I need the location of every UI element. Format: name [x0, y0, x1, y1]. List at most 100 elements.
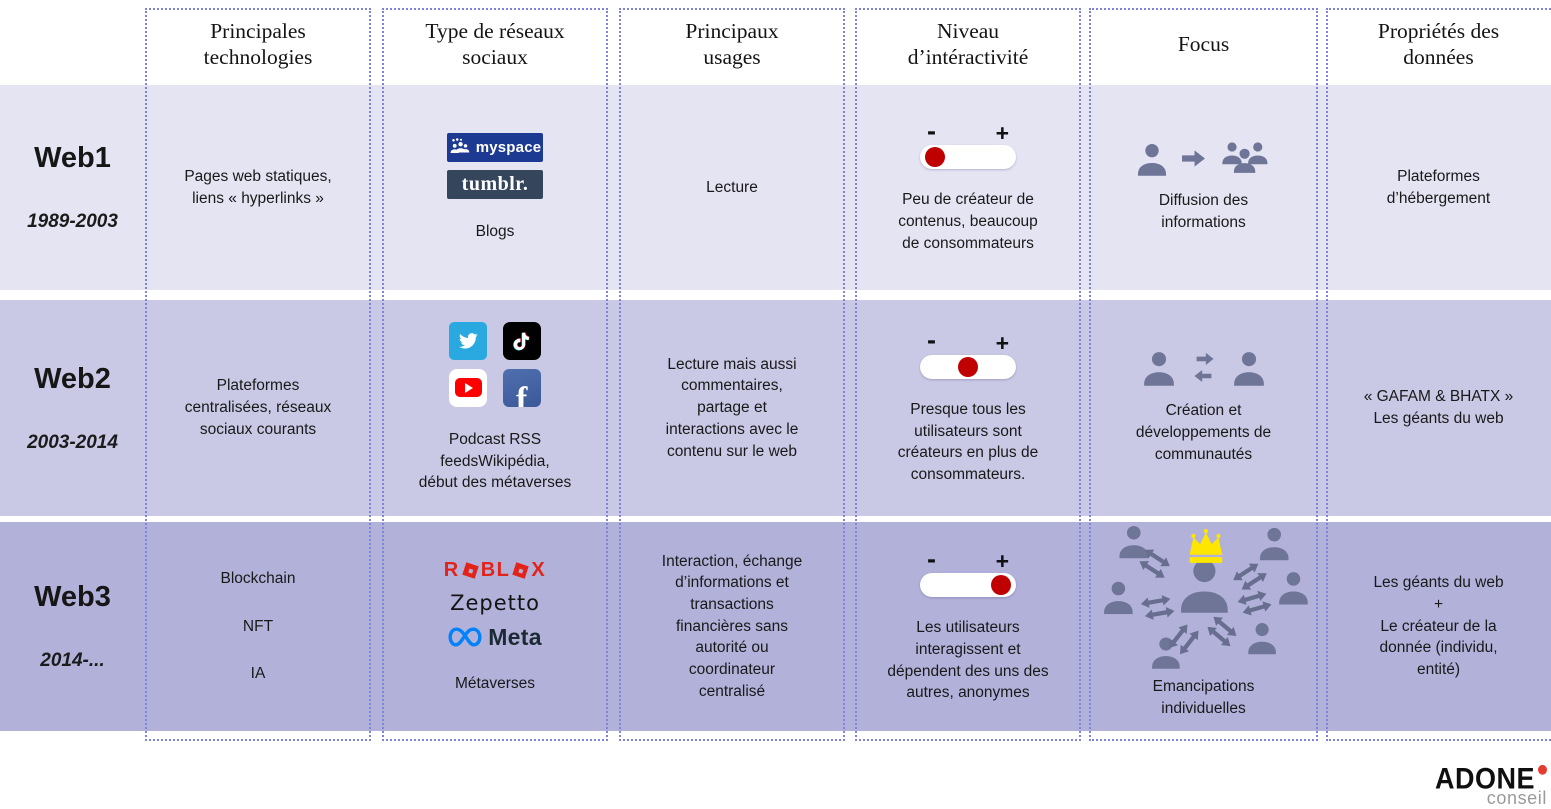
minus-sign: - — [927, 115, 936, 146]
adone-conseil-logo: ADONE conseil — [1434, 762, 1547, 808]
crown-icon — [1189, 529, 1222, 563]
web3-title: Web3 — [34, 581, 111, 613]
adone-text: ADONE — [1434, 762, 1535, 796]
web2-usages-cell: Lecture mais aussi commentaires, partage… — [619, 300, 845, 516]
person-icon — [1233, 352, 1264, 387]
web1-title: Web1 — [34, 142, 111, 174]
slider-knob — [991, 575, 1011, 596]
web2-row-label: Web2 2003-2014 — [0, 300, 145, 516]
web3-row-band — [0, 522, 1551, 731]
web3-focus-text: Emancipations individuelles — [1152, 678, 1255, 717]
twitter-icon — [449, 321, 487, 360]
minus-sign: - — [927, 543, 936, 574]
roblox-tilted-square-icon — [512, 561, 530, 579]
column-frame-focus — [1089, 8, 1318, 741]
arrow-right-icon — [1182, 150, 1205, 167]
web2-interactivity-text: Presque tous les utilisateurs sont créat… — [897, 400, 1039, 483]
web1-data-cell: Plateformes d’hébergement — [1326, 85, 1551, 290]
web3-tech-ia: IA — [250, 665, 266, 683]
web2-row-band — [0, 300, 1551, 516]
web2-focus-text: Création et développements de communauté… — [1135, 402, 1272, 463]
plus-sign: + — [995, 119, 1009, 146]
web3-focus-cell: Emancipations individuelles — [1089, 522, 1318, 731]
minus-sign: - — [927, 325, 936, 356]
web3-interactivity-cell: - + Les utilisateurs interagissent et dé… — [855, 522, 1081, 731]
web2-social-logos: f — [449, 321, 541, 407]
roblox-logo: R BL X — [444, 559, 546, 582]
web2-data-text: « GAFAM & BHATX » Les géants du web — [1363, 388, 1514, 427]
slider-track — [920, 573, 1016, 598]
web2-social-caption: Podcast RSS feedsWikipédia, début des mé… — [418, 430, 572, 492]
web3-row-label: Web3 2014-... — [0, 522, 145, 731]
column-frame-technologies — [145, 8, 371, 741]
web2-data-cell: « GAFAM & BHATX » Les géants du web — [1326, 300, 1551, 516]
tumblr-logo: tumblr. — [447, 169, 543, 199]
column-frame-social — [382, 8, 608, 741]
column-frame-interactivity — [855, 8, 1081, 741]
person-icon — [1143, 352, 1174, 387]
interactivity-slider-mid: - + — [920, 325, 1016, 379]
web3-data-text: Les géants du web + Le créateur de la do… — [1373, 574, 1504, 679]
web1-interactivity-cell: - + Peu de créateur de contenus, beaucou… — [855, 85, 1081, 290]
web1-row-band — [0, 85, 1551, 290]
web3-tech-nft: NFT — [242, 617, 274, 635]
roblox-letters: X — [531, 558, 547, 581]
web3-technologies-cell: Blockchain NFT IA — [145, 522, 371, 731]
slider-track — [920, 145, 1016, 170]
web3-interactivity-text: Les utilisateurs interagissent et dépend… — [887, 619, 1049, 702]
header-usages: Principaux usages — [685, 18, 779, 69]
web2-usages-text: Lecture mais aussi commentaires, partage… — [665, 355, 799, 460]
web1-technologies-cell: Pages web statiques, liens « hyperlinks … — [145, 85, 371, 290]
meta-infinity-icon — [448, 627, 482, 647]
header-data-properties: Propriétés des données — [1377, 18, 1500, 69]
meta-wordmark: Meta — [488, 623, 542, 650]
tumblr-wordmark: tumblr. — [461, 172, 529, 195]
crowned-leader-network-icon — [1103, 525, 1308, 669]
adone-red-dot-icon — [1538, 764, 1547, 775]
web3-period: 2014-... — [40, 650, 105, 671]
web1-interactivity-text: Peu de créateur de contenus, beaucoup de… — [898, 191, 1038, 252]
tiktok-icon — [503, 321, 541, 360]
web1-focus-text: Diffusion des informations — [1158, 192, 1249, 231]
facebook-icon: f — [503, 368, 541, 407]
web1-social-cell: myspace tumblr. Blogs — [382, 85, 608, 290]
exchange-arrows-icon — [1193, 353, 1214, 383]
roblox-letters: R — [443, 558, 460, 581]
web2-focus-cell: Création et développements de communauté… — [1089, 300, 1318, 516]
meta-logo: Meta — [448, 624, 542, 651]
conseil-text: conseil — [1486, 788, 1547, 808]
web3-tech-blockchain: Blockchain — [220, 569, 296, 587]
myspace-people-icon — [450, 138, 469, 154]
column-frame-usages — [619, 8, 845, 741]
myspace-wordmark: myspace — [475, 138, 542, 156]
web1-usages-cell: Lecture — [619, 85, 845, 290]
plus-sign: + — [995, 329, 1009, 356]
web2-title: Web2 — [34, 362, 111, 395]
zepetto-logo: Zepetto — [450, 590, 540, 615]
slider-knob — [925, 147, 945, 168]
web3-data-cell: Les géants du web + Le créateur de la do… — [1326, 522, 1551, 731]
person-icon — [1137, 143, 1167, 176]
slider-signs: - + — [920, 115, 1016, 146]
web2-interactivity-cell: - + Presque tous les utilisateurs sont c… — [855, 300, 1081, 516]
web3-social-logos: R BL X Zepetto Meta — [444, 559, 546, 651]
header-focus: Focus — [1177, 31, 1230, 56]
web1-technologies-text: Pages web statiques, liens « hyperlinks … — [184, 167, 332, 207]
header-technologies: Principales technologies — [203, 18, 313, 69]
slider-signs: - + — [920, 325, 1016, 356]
web2-technologies-cell: Plateformes centralisées, réseaux sociau… — [145, 300, 371, 516]
people-group-icon — [1222, 142, 1268, 174]
web3-social-cell: R BL X Zepetto Meta Métaverses — [382, 522, 608, 731]
web1-row-label: Web1 1989-2003 — [0, 85, 145, 290]
myspace-logo: myspace — [447, 132, 543, 162]
header-interactivity: Niveau d’intéractivité — [907, 18, 1029, 69]
web1-period: 1989-2003 — [27, 211, 118, 232]
web1-social-caption: Blogs — [475, 222, 515, 240]
web1-focus-cell: Diffusion des informations — [1089, 85, 1318, 290]
adone-wordmark: ADONE — [1434, 762, 1547, 796]
web2-technologies-text: Plateformes centralisées, réseaux sociau… — [184, 377, 332, 438]
column-frame-data-properties — [1326, 8, 1551, 741]
roblox-letters: BL — [480, 558, 511, 581]
slider-signs: - + — [920, 543, 1016, 574]
web1-focus-graphic — [1135, 141, 1272, 176]
